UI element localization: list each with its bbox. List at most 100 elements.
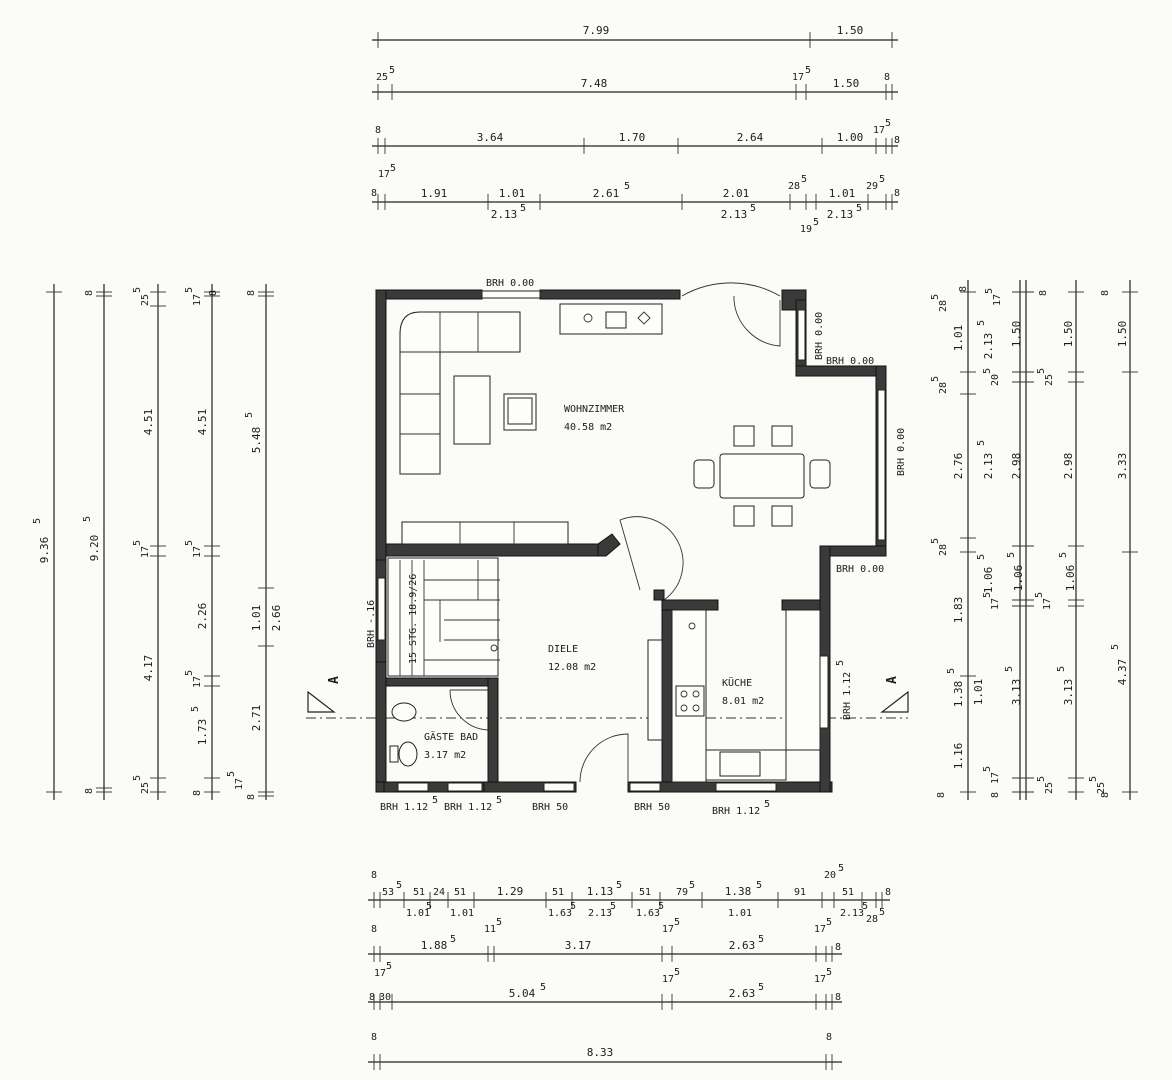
dim-bot-r1-m-sup: 5: [838, 863, 844, 874]
dim-bot-r1-k-sup: 5: [756, 880, 762, 891]
dim-left-c4-f-sup: 5: [184, 670, 195, 676]
dim-top-r4-m: 2.13: [827, 208, 854, 221]
dim-left-c4-i-sup: 5: [226, 771, 237, 777]
bathroom-furniture: [389, 702, 418, 767]
dim-top-r2-c-sup: 5: [805, 65, 811, 76]
brh-right-upper-v: BRH 0.00: [814, 312, 825, 360]
brh-bottom-1-sup: 5: [432, 795, 438, 806]
dim-bot-r1-f: 1.29: [497, 885, 524, 898]
dim-bot-r1-q: 1.01: [450, 908, 474, 919]
room-name-diele: DIELE: [548, 644, 578, 655]
dim-bot-r2-c-sup: 5: [496, 917, 502, 928]
dim-bot-r2-f: 2.63: [729, 939, 756, 952]
dim-top-r4-e: 2.01: [723, 187, 750, 200]
dim-left-c4-e: 2.26: [196, 603, 209, 630]
dim-top-r4-h-sup: 5: [879, 174, 885, 185]
brh-bottom-4: BRH 50: [634, 802, 670, 813]
dim-left-c4-i: 17: [234, 778, 245, 790]
dim-right-c2-b: 2.13: [982, 333, 995, 360]
dim-right-c2-d-sup: 5: [976, 440, 987, 446]
room-name-wohnzimmer: WOHNZIMMER: [564, 404, 625, 415]
dim-bot-r1-r-sup: 5: [570, 901, 576, 912]
dim-left-c5-e: 2.71: [250, 705, 263, 732]
room-name-gaeste-bad: GÄSTE BAD: [424, 730, 478, 743]
dim-right-c1-i: 8: [936, 792, 947, 798]
dim-right-c4-a: 8: [1038, 290, 1049, 296]
dim-top-r4-b: 1.91: [421, 187, 448, 200]
dim-bot-r2-e: 17: [662, 924, 674, 935]
dim-bot-r1-d: 24: [433, 887, 445, 898]
dim-right-c4-h-sup: 5: [1088, 776, 1099, 782]
dim-right-c2-h: 17: [990, 772, 1001, 784]
dim-left-c4-h: 8: [192, 790, 203, 796]
dim-bot-r2-i: 17: [374, 968, 386, 979]
dim-left-c4-b: 8: [208, 290, 219, 296]
dim-bot-r2-d: 3.17: [565, 939, 592, 952]
dim-right-c2-a: 8: [958, 286, 969, 292]
dim-bot-r1-t: 1.63: [636, 908, 660, 919]
dim-right-c1-d: 2.76: [952, 453, 965, 480]
section-marker-right: A: [885, 676, 900, 684]
room-area-diele: 12.08 m2: [548, 662, 596, 673]
dim-top-r4-c: 1.01: [499, 187, 526, 200]
dim-right-c3-e-sup: 5: [1004, 666, 1015, 672]
dim-right-c2-h-sup: 5: [982, 766, 993, 772]
dim-top-r3-h-sup: 5: [390, 163, 396, 174]
dim-right-c4-b-sup: 5: [1036, 368, 1047, 374]
brh-top: BRH 0.00: [486, 278, 534, 289]
dim-bot-r1-p-sup: 5: [426, 901, 432, 912]
dim-left-c2-b: 9.20: [88, 535, 101, 562]
kitchen-furniture: [647, 609, 821, 783]
dim-left-c2-c: 8: [84, 788, 95, 794]
dim-bot-r4-c: 8: [826, 1032, 832, 1043]
dim-right-c5-b: 1.50: [1116, 321, 1129, 348]
dim-right-c5-a: 8: [1100, 290, 1111, 296]
dim-left-c5-b: 5.48: [250, 427, 263, 454]
dim-right-c3-d: 1.06: [1012, 565, 1025, 592]
dim-bot-r3-d: 17: [662, 974, 674, 985]
dim-right-c3-c: 2.98: [1010, 453, 1023, 480]
brh-right-upper-h: BRH 0.00: [826, 356, 874, 367]
dim-bot-r1-m: 20: [824, 870, 836, 881]
dim-top-r4-j-sup: 5: [520, 203, 526, 214]
dim-right-c1-h: 1.16: [952, 743, 965, 770]
dim-left-c3-e: 25: [140, 782, 151, 794]
dim-right-c1-e-sup: 5: [930, 538, 941, 544]
dim-left-c5-d: 2.66: [270, 605, 283, 632]
room-labels: WOHNZIMMER 40.58 m2 DIELE 12.08 m2 KÜCHE…: [424, 404, 764, 761]
dim-bot-r2-f-sup: 5: [758, 934, 764, 945]
dim-right-c3-f: 25: [1044, 782, 1055, 794]
dim-bot-r2-e-sup: 5: [674, 917, 680, 928]
dim-right-c2-c-sup: 5: [982, 368, 993, 374]
dim-right-c2-e: 1.06: [982, 567, 995, 594]
dim-top-r3-c: 1.70: [619, 131, 646, 144]
dim-right-c1-b: 1.01: [952, 325, 965, 352]
dim-right-c3-b: 1.50: [1010, 321, 1023, 348]
dim-top-r1-b: 1.50: [837, 24, 864, 37]
room-name-kueche: KÜCHE: [722, 676, 752, 689]
brh-bottom-5-sup: 5: [764, 799, 770, 810]
dim-bot-r2-c: 11: [484, 924, 496, 935]
dim-top-r4-h: 29: [866, 181, 878, 192]
brh-labels: BRH 0.00 BRH 0.00 BRH 0.00 BRH 0.00 BRH …: [366, 278, 907, 817]
brh-bottom-5: BRH 1.12: [712, 806, 760, 817]
dim-bot-r3-c-sup: 5: [540, 982, 546, 993]
dim-bot-r3-e-sup: 5: [758, 982, 764, 993]
dim-bot-r1-o: 8: [885, 887, 891, 898]
dim-bot-r1-k: 1.38: [725, 885, 752, 898]
dim-top-r3-b: 3.64: [477, 131, 504, 144]
dim-bot-r2-b-sup: 5: [450, 934, 456, 945]
dim-left-c3-c: 17: [140, 546, 151, 558]
brh-right-bay-bottom: BRH 0.00: [836, 564, 884, 575]
dim-bot-r1-l: 91: [794, 887, 806, 898]
dim-bot-r4-b: 8.33: [587, 1046, 614, 1059]
dim-top-r4-a: 8: [371, 188, 377, 199]
dim-left-c1-a-sup: 5: [32, 518, 43, 524]
dim-bot-r1-s: 2.13: [588, 908, 612, 919]
dim-right-c1-f: 1.83: [952, 597, 965, 624]
dim-right-c1-c: 28: [938, 382, 949, 394]
dim-top-r2-e: 8: [884, 72, 890, 83]
dim-right-c1-a-sup: 5: [930, 294, 941, 300]
dim-right-c4-g: 3.13: [1062, 679, 1075, 706]
brh-bottom-3: BRH 50: [532, 802, 568, 813]
